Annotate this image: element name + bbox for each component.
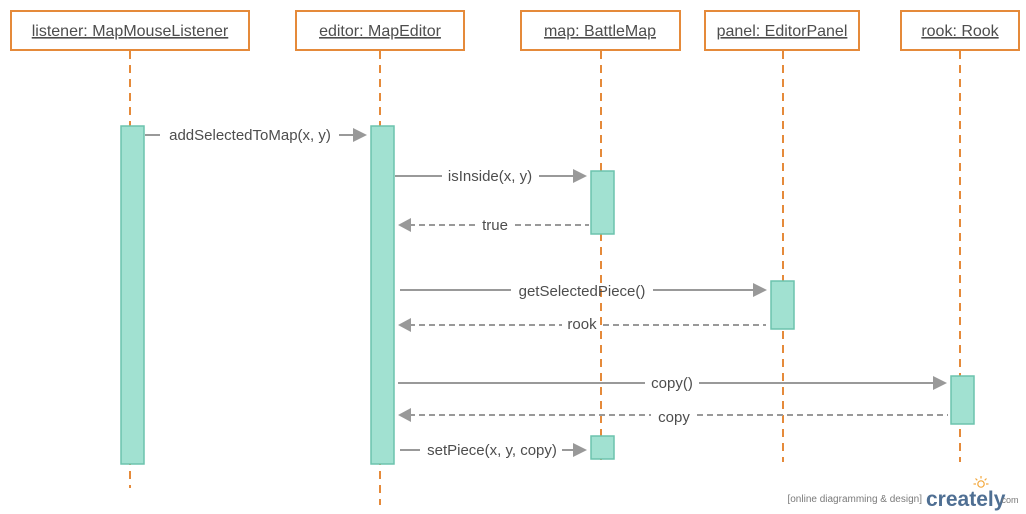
- arrowhead-icon: [398, 318, 411, 332]
- lifeline-head-rook[interactable]: rook: Rook: [900, 10, 1020, 51]
- watermark-suffix: .com: [999, 495, 1019, 505]
- message-is-inside[interactable]: isInside(x, y): [395, 168, 587, 185]
- message-label: true: [482, 217, 508, 234]
- message-copy-call[interactable]: copy(): [398, 375, 947, 392]
- lifeline-label-panel: panel: EditorPanel: [717, 23, 848, 40]
- lifeline-heads: listener: MapMouseListener editor: MapEd…: [10, 10, 1020, 51]
- watermark-tagline: [online diagramming & design]: [787, 494, 922, 505]
- messages: addSelectedToMap(x, y) isInside(x, y) tr…: [145, 127, 948, 459]
- lifeline-lines: [129, 51, 961, 505]
- arrowhead-icon: [573, 169, 587, 183]
- message-label: copy(): [651, 375, 693, 392]
- lifeline-head-map[interactable]: map: BattleMap: [520, 10, 681, 51]
- arrowhead-icon: [933, 376, 947, 390]
- arrowhead-icon: [398, 218, 411, 232]
- message-return-copy[interactable]: copy: [398, 408, 948, 426]
- arrowhead-icon: [573, 443, 587, 457]
- activation-editor[interactable]: [370, 125, 395, 465]
- message-set-piece[interactable]: setPiece(x, y, copy): [400, 442, 587, 459]
- message-label: setPiece(x, y, copy): [427, 442, 557, 459]
- lifeline-label-map: map: BattleMap: [544, 23, 656, 40]
- activation-map-2[interactable]: [590, 435, 615, 460]
- lifeline-label-editor: editor: MapEditor: [319, 23, 442, 40]
- message-label: isInside(x, y): [448, 168, 532, 185]
- lifeline-head-editor[interactable]: editor: MapEditor: [295, 10, 465, 51]
- lifeline-label-rook: rook: Rook: [921, 23, 999, 40]
- arrowhead-icon: [753, 283, 767, 297]
- activation-bars: [120, 125, 975, 465]
- message-label: getSelectedPiece(): [519, 283, 646, 300]
- lifeline-label-listener: listener: MapMouseListener: [32, 23, 229, 40]
- message-return-true[interactable]: true: [398, 217, 589, 234]
- message-label: copy: [658, 409, 690, 426]
- message-add-selected-to-map[interactable]: addSelectedToMap(x, y): [145, 127, 367, 144]
- message-label: addSelectedToMap(x, y): [169, 127, 331, 144]
- arrowhead-icon: [353, 128, 367, 142]
- activation-map-1[interactable]: [590, 170, 615, 235]
- message-return-rook[interactable]: rook: [398, 316, 766, 333]
- activation-listener[interactable]: [120, 125, 145, 465]
- activation-panel[interactable]: [770, 280, 795, 330]
- creately-watermark[interactable]: [online diagramming & design] creately .…: [787, 476, 1019, 511]
- watermark-logo: creately: [926, 488, 1006, 511]
- lifeline-head-panel[interactable]: panel: EditorPanel: [704, 10, 860, 51]
- message-label: rook: [567, 316, 597, 333]
- lifeline-head-listener[interactable]: listener: MapMouseListener: [10, 10, 250, 51]
- activation-rook[interactable]: [950, 375, 975, 425]
- message-get-selected-piece[interactable]: getSelectedPiece(): [400, 283, 767, 300]
- arrowhead-icon: [398, 408, 411, 422]
- bulb-icon: [973, 476, 989, 488]
